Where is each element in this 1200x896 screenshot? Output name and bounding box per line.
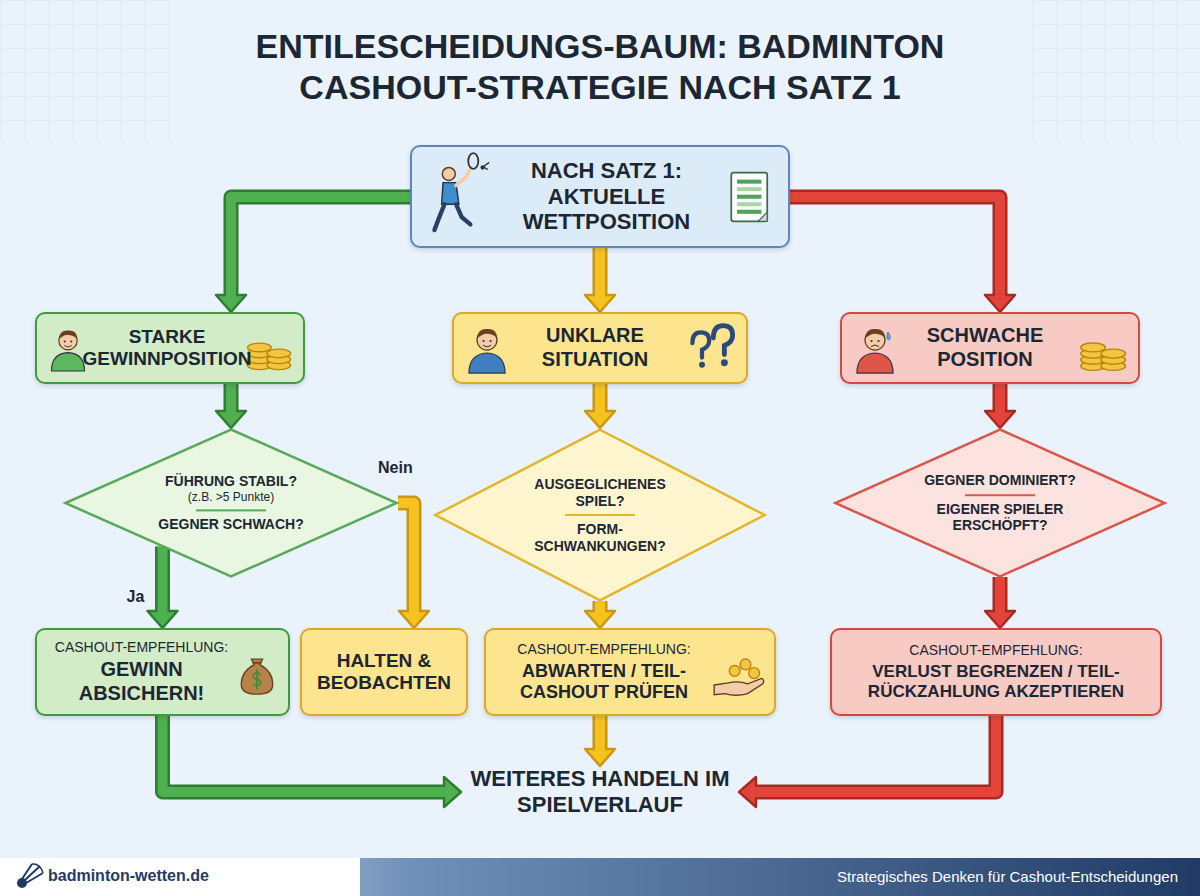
flow-arrow <box>585 716 615 766</box>
node-content: UNKLARE SITUATION <box>524 324 666 371</box>
node-content: GEGNER DOMINIERT? EIGENER SPIELER ERSCHÖP… <box>912 472 1088 534</box>
node-content: FÜHRUNG STABIL?(z.B. >5 Punkte) GEGNER SC… <box>143 473 319 532</box>
flow-arrow <box>585 384 615 428</box>
process-box: NACH SATZ 1: AKTUELLE WETTPOSITION <box>410 145 790 248</box>
node-content: CASHOUT-EMPFEHLUNG: ABWARTEN / TEIL- CASH… <box>498 641 710 703</box>
box-title: GEWINN ABSICHERN! <box>49 658 234 705</box>
node-content: NACH SATZ 1: AKTUELLE WETTPOSITION <box>507 158 706 236</box>
process-box: STARKE GEWINNPOSITION <box>35 312 305 384</box>
decision-question: GEGNER SCHWACH? <box>158 516 303 533</box>
coins-icon <box>1074 320 1130 376</box>
flow-arrow <box>985 577 1015 628</box>
shuttlecock-logo <box>17 864 43 888</box>
box-title: VERLUST BEGRENZEN / TEIL- RÜCKZAHLUNG AK… <box>844 662 1148 702</box>
diagram-title: ENTILESCHEIDUNGS-BAUM: BADMINTON CASHOUT… <box>0 26 1200 109</box>
flow-arrow <box>985 384 1015 428</box>
process-box: SCHWACHE POSITION <box>840 312 1140 384</box>
flow-arrow <box>790 197 1015 312</box>
decision-question: FÜHRUNG STABIL? <box>165 473 297 490</box>
node-content: HALTEN & BEOBACHTEN <box>310 650 458 695</box>
node-content: WEITERES HANDELN IM SPIELVERLAUF <box>465 766 735 818</box>
flow-arrow <box>216 384 246 428</box>
process-box: CASHOUT-EMPFEHLUNG: GEWINN ABSICHERN! <box>35 628 290 716</box>
process-box: CASHOUT-EMPFEHLUNG: VERLUST BEGRENZEN / T… <box>830 628 1162 716</box>
footer-logo-panel <box>0 858 360 896</box>
flow-arrow <box>585 601 615 628</box>
branch-label: Nein <box>378 459 413 478</box>
grid-pattern <box>0 0 170 140</box>
hand-icon <box>712 645 766 699</box>
decision-diamond: FÜHRUNG STABIL?(z.B. >5 Punkte) GEGNER SC… <box>62 428 400 578</box>
flow-arrow <box>216 197 410 312</box>
sheet-icon <box>722 168 780 226</box>
decision-question: (z.B. >5 Punkte) <box>188 490 274 504</box>
flow-arrow <box>398 503 429 628</box>
flow-arrow <box>148 547 178 628</box>
footer-caption: Strategisches Denken für Cashout-Entsche… <box>837 868 1178 886</box>
person-icon <box>462 323 512 373</box>
decision-question: EIGENER SPIELER ERSCHÖPFT? <box>912 501 1088 534</box>
node-content: SCHWACHE POSITION <box>912 324 1058 371</box>
box-caption: CASHOUT-EMPFEHLUNG: <box>55 639 228 656</box>
sad-icon <box>850 323 900 373</box>
flow-arrow <box>163 716 462 807</box>
node-content: CASHOUT-EMPFEHLUNG: GEWINN ABSICHERN! <box>49 639 234 706</box>
separator-line <box>565 514 635 516</box>
bag-icon <box>234 649 280 695</box>
result-text-node: WEITERES HANDELN IM SPIELVERLAUF <box>465 766 735 818</box>
branch-label: Ja <box>127 588 145 607</box>
question-icon <box>678 318 738 378</box>
process-box: CASHOUT-EMPFEHLUNG: ABWARTEN / TEIL- CASH… <box>484 628 776 716</box>
box-title: STARKE GEWINNPOSITION <box>83 326 252 371</box>
decision-diamond: AUSGEGLICHENES SPIEL? FORM- SCHWANKUNGEN? <box>432 428 768 602</box>
box-title: UNKLARE SITUATION <box>524 324 666 371</box>
grid-pattern <box>1030 0 1200 140</box>
box-title: WEITERES HANDELN IM SPIELVERLAUF <box>465 766 735 818</box>
footer-brand: badminton-wetten.de <box>48 867 209 886</box>
box-caption: CASHOUT-EMPFEHLUNG: <box>909 642 1082 659</box>
flow-arrow <box>585 248 615 312</box>
decision-question: GEGNER DOMINIERT? <box>924 472 1076 489</box>
process-box: UNKLARE SITUATION <box>452 312 748 384</box>
player-icon <box>420 161 492 233</box>
node-content: STARKE GEWINNPOSITION <box>83 326 252 371</box>
separator-line <box>965 494 1035 496</box>
box-title: NACH SATZ 1: AKTUELLE WETTPOSITION <box>507 158 706 236</box>
box-caption: CASHOUT-EMPFEHLUNG: <box>517 641 690 658</box>
box-title: ABWARTEN / TEIL- CASHOUT PRÜFEN <box>498 661 710 703</box>
node-content: CASHOUT-EMPFEHLUNG: VERLUST BEGRENZEN / T… <box>844 642 1148 702</box>
box-title: SCHWACHE POSITION <box>912 324 1058 371</box>
decision-question: AUSGEGLICHENES SPIEL? <box>512 476 688 509</box>
box-title: HALTEN & BEOBACHTEN <box>310 650 458 695</box>
node-content: AUSGEGLICHENES SPIEL? FORM- SCHWANKUNGEN? <box>512 476 688 554</box>
separator-line <box>196 509 266 511</box>
footer-bar <box>0 858 1200 896</box>
decision-diamond: GEGNER DOMINIERT? EIGENER SPIELER ERSCHÖP… <box>832 428 1168 578</box>
decision-question: FORM- SCHWANKUNGEN? <box>512 521 688 554</box>
flow-arrow <box>739 716 996 807</box>
process-box: HALTEN & BEOBACHTEN <box>300 628 468 716</box>
